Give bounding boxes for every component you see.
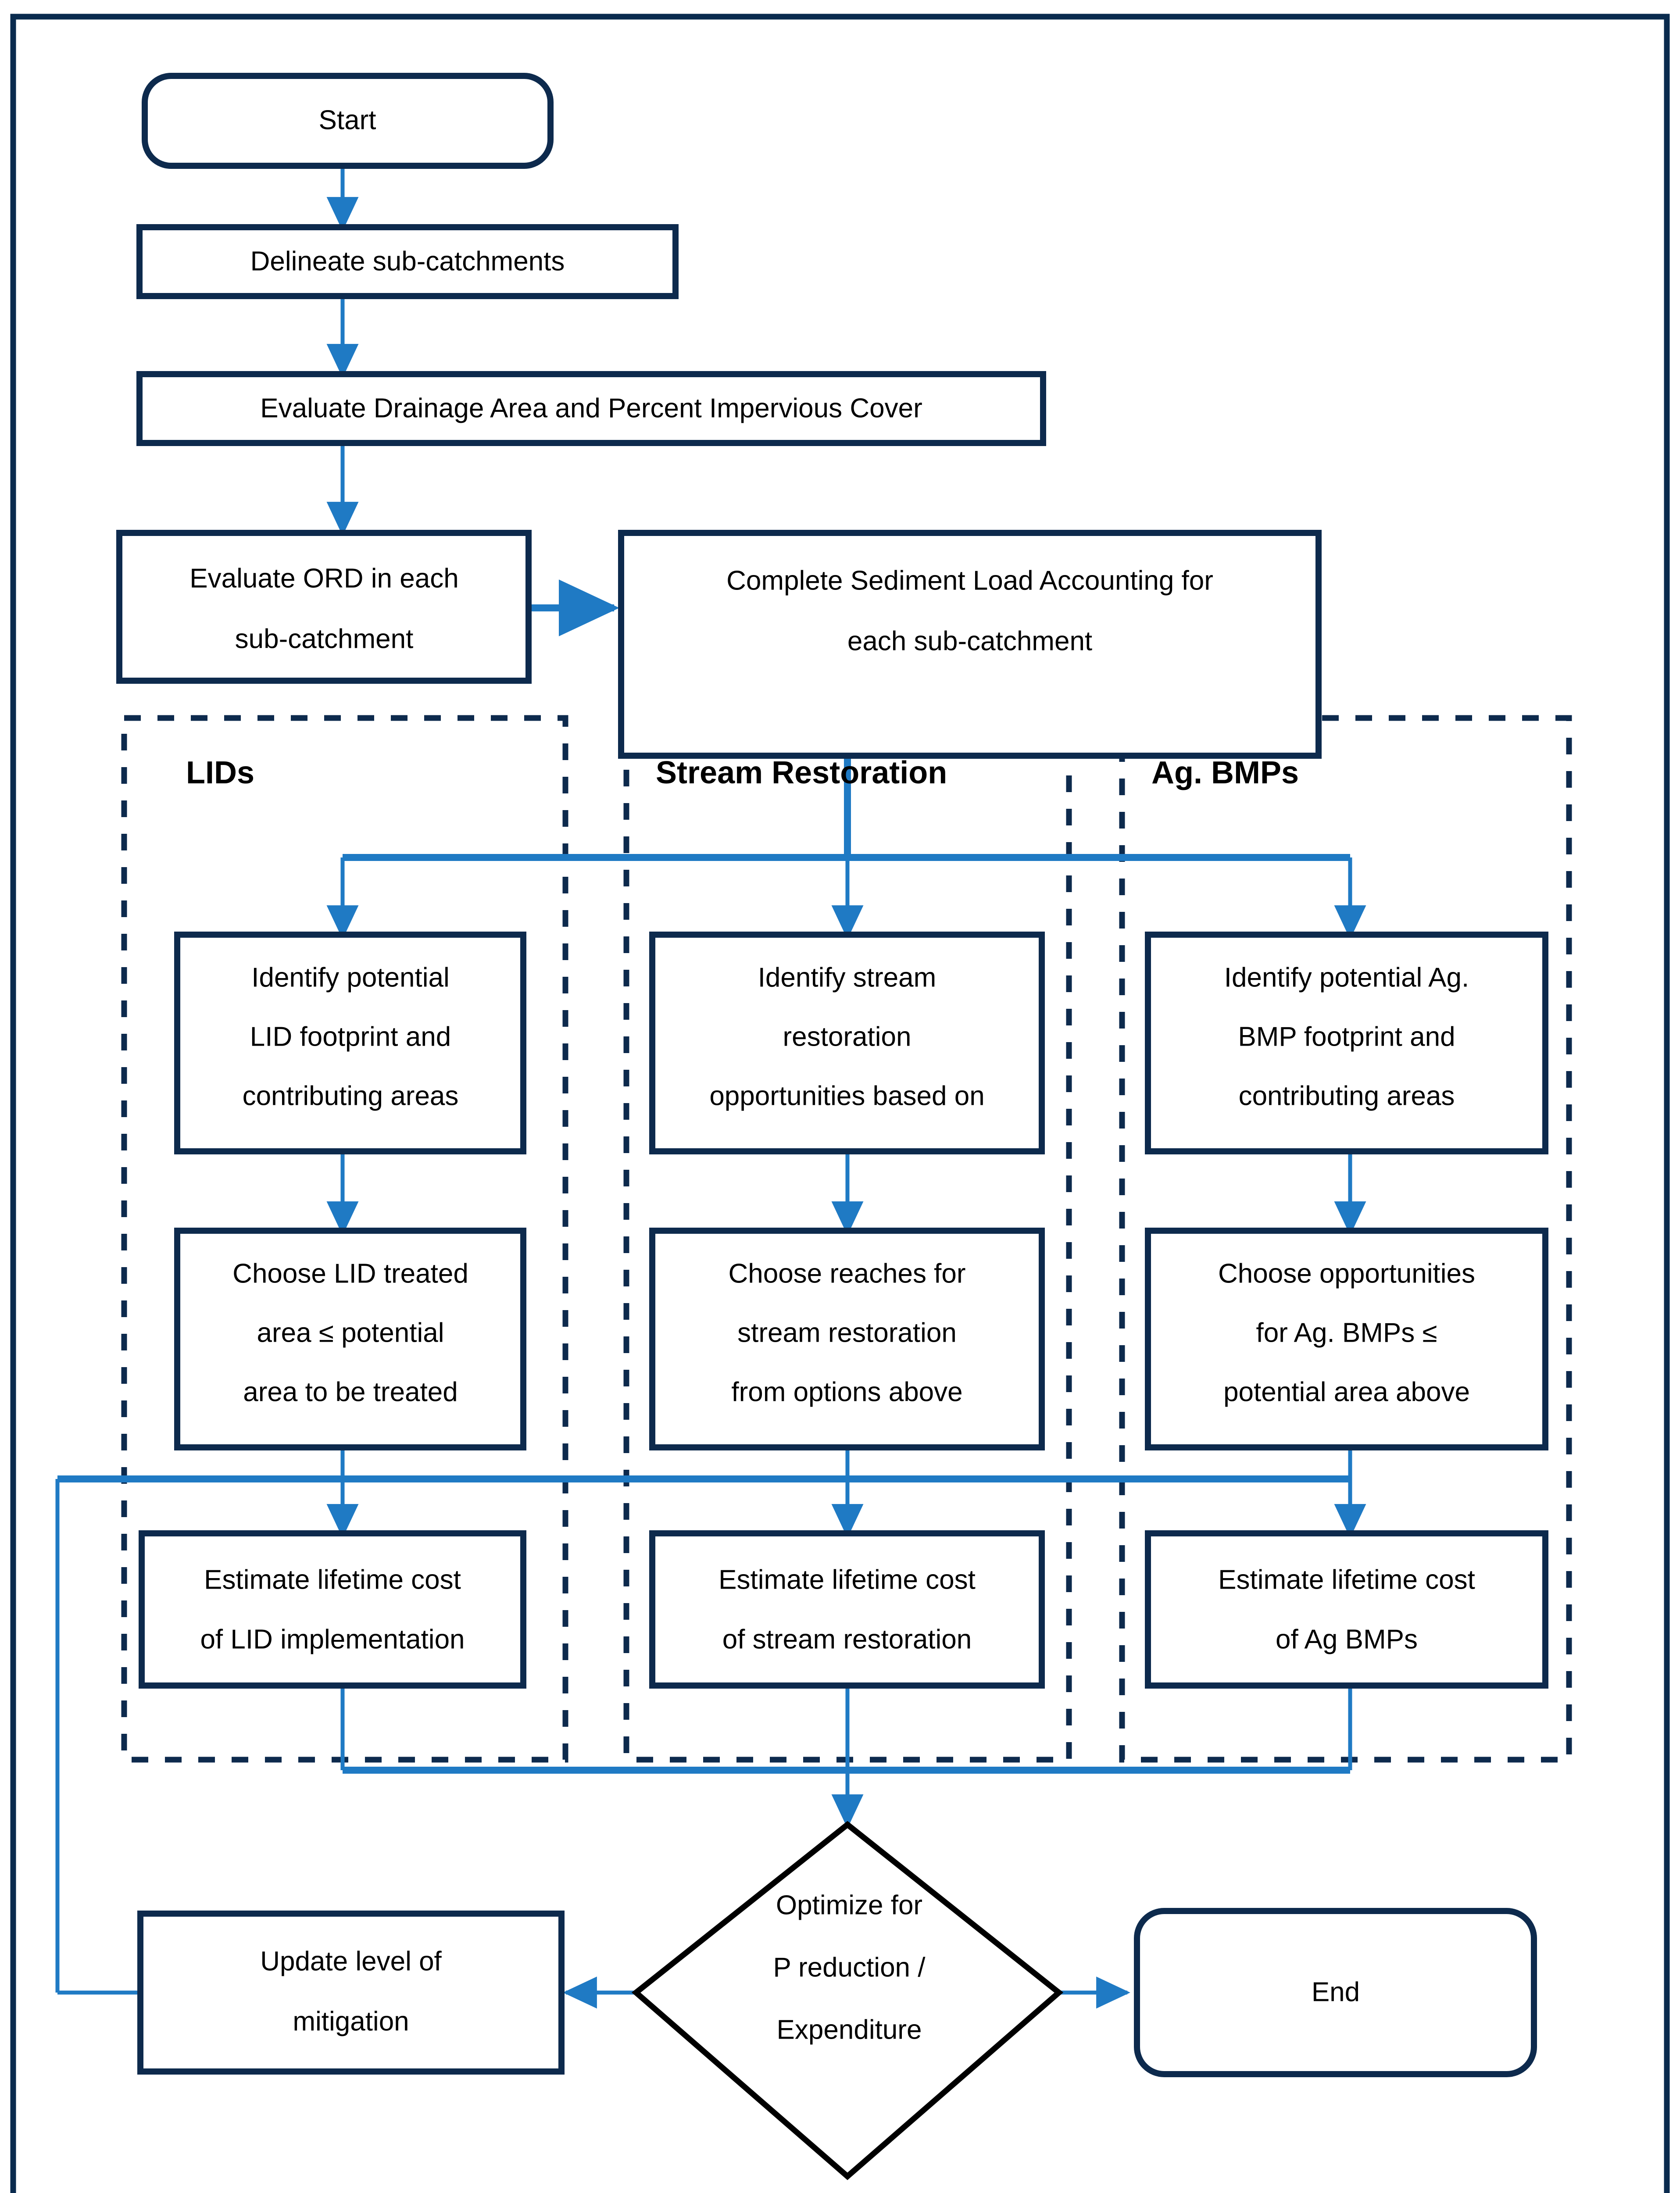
node-lid-identify-line3: contributing areas xyxy=(243,1081,459,1111)
node-sr-identify-line2: restoration xyxy=(783,1021,911,1052)
node-update-line1: Update level of xyxy=(260,1946,442,1976)
node-start-label: Start xyxy=(319,105,376,135)
node-ag-identify-line2: BMP footprint and xyxy=(1238,1021,1455,1052)
node-optimize-line1: Optimize for xyxy=(776,1890,922,1920)
outer-frame xyxy=(10,14,1670,2193)
node-ag-identify[interactable]: Identify potential Ag. BMP footprint and… xyxy=(1145,932,1548,1154)
lane-title-ag-bmps: Ag. BMPs xyxy=(1151,755,1299,790)
node-lid-cost-line2: of LID implementation xyxy=(200,1624,465,1654)
node-update-line2: mitigation xyxy=(293,2006,409,2036)
node-ag-cost[interactable]: Estimate lifetime cost of Ag BMPs xyxy=(1145,1530,1548,1689)
node-sediment-accounting-line2: each sub-catchment xyxy=(847,626,1092,656)
node-delineate-label: Delineate sub-catchments xyxy=(250,246,565,276)
node-sr-identify[interactable]: Identify stream restoration opportunitie… xyxy=(649,932,1045,1154)
node-lid-cost[interactable]: Estimate lifetime cost of LID implementa… xyxy=(139,1530,526,1689)
node-sediment-accounting-line1: Complete Sediment Load Accounting for xyxy=(726,565,1213,596)
node-evaluate-ord-line1: Evaluate ORD in each xyxy=(189,563,458,593)
lane-lids-box xyxy=(121,715,568,1763)
node-evaluate-drainage-label: Evaluate Drainage Area and Percent Imper… xyxy=(260,393,922,423)
node-end[interactable]: End xyxy=(1134,1908,1537,2077)
node-update-mitigation[interactable]: Update level of mitigation xyxy=(137,1911,565,2075)
node-lid-cost-line1: Estimate lifetime cost xyxy=(204,1564,461,1595)
node-sr-cost-line2: of stream restoration xyxy=(722,1624,972,1654)
node-sr-choose-line2: stream restoration xyxy=(737,1318,957,1348)
lane-title-lids: LIDs xyxy=(186,755,254,790)
node-sr-cost[interactable]: Estimate lifetime cost of stream restora… xyxy=(649,1530,1045,1689)
node-sr-identify-line1: Identify stream xyxy=(758,962,937,993)
node-ag-choose-line2: for Ag. BMPs ≤ xyxy=(1256,1318,1437,1348)
node-lid-identify[interactable]: Identify potential LID footprint and con… xyxy=(174,932,526,1154)
node-lid-choose-line1: Choose LID treated xyxy=(232,1258,468,1289)
node-lid-identify-line1: Identify potential xyxy=(251,962,450,993)
node-sr-choose[interactable]: Choose reaches for stream restoration fr… xyxy=(649,1228,1045,1450)
node-ag-identify-line3: contributing areas xyxy=(1239,1081,1455,1111)
node-optimize-decision[interactable]: Optimize for P reduction / Expenditure xyxy=(631,1821,1064,2180)
node-end-label: End xyxy=(1312,1977,1360,2007)
node-sr-identify-line3: opportunities based on xyxy=(709,1081,984,1111)
lane-title-stream-restoration: Stream Restoration xyxy=(656,755,947,790)
node-sediment-accounting[interactable]: Complete Sediment Load Accounting for ea… xyxy=(618,530,1322,759)
node-ag-choose-line3: potential area above xyxy=(1223,1377,1470,1407)
node-ag-choose[interactable]: Choose opportunities for Ag. BMPs ≤ pote… xyxy=(1145,1228,1548,1450)
node-delineate[interactable]: Delineate sub-catchments xyxy=(136,224,679,299)
node-evaluate-drainage[interactable]: Evaluate Drainage Area and Percent Imper… xyxy=(136,371,1046,446)
node-optimize-line3: Expenditure xyxy=(777,2014,922,2045)
node-start[interactable]: Start xyxy=(142,73,554,169)
node-sr-choose-line3: from options above xyxy=(731,1377,962,1407)
node-ag-cost-line2: of Ag BMPs xyxy=(1276,1624,1418,1654)
node-lid-identify-line2: LID footprint and xyxy=(250,1021,451,1052)
node-sr-choose-line1: Choose reaches for xyxy=(728,1258,965,1289)
node-ag-cost-line1: Estimate lifetime cost xyxy=(1218,1564,1475,1595)
node-lid-choose-line3: area to be treated xyxy=(243,1377,458,1407)
connectors xyxy=(55,168,1366,2009)
lane-ag-bmps-box xyxy=(1119,715,1572,1763)
node-evaluate-ord-line2: sub-catchment xyxy=(235,624,414,654)
node-lid-choose-line2: area ≤ potential xyxy=(257,1318,444,1348)
node-ag-identify-line1: Identify potential Ag. xyxy=(1224,962,1469,993)
node-evaluate-ord[interactable]: Evaluate ORD in each sub-catchment xyxy=(116,530,532,684)
node-optimize-line2: P reduction / xyxy=(773,1952,926,1982)
node-lid-choose[interactable]: Choose LID treated area ≤ potential area… xyxy=(174,1228,526,1450)
node-sr-cost-line1: Estimate lifetime cost xyxy=(718,1564,976,1595)
node-ag-choose-line1: Choose opportunities xyxy=(1218,1258,1475,1289)
